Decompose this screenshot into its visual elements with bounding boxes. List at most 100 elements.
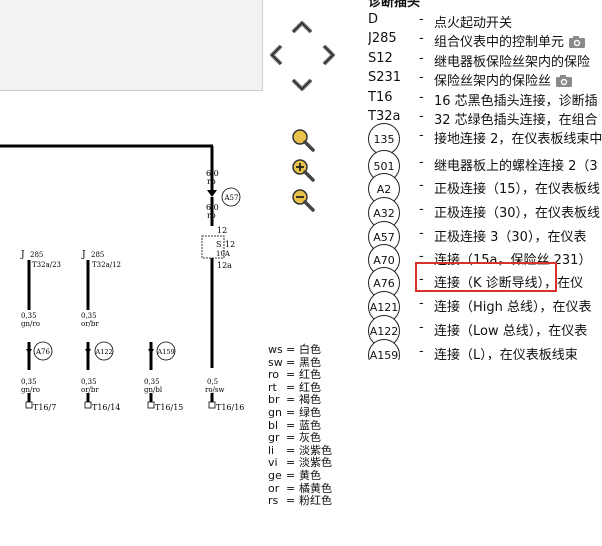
color-row: rs=粉红色 (268, 494, 332, 508)
wire-gauge-label: 0,35 (21, 312, 37, 320)
connector-a159-label: A159 (157, 348, 175, 356)
wire-color-label: or/br (81, 320, 99, 328)
j285-name: J (20, 250, 25, 260)
legend-row-a122: A122 - 连接（Low 总线），在仪表 (368, 315, 602, 347)
legend-desc: 点火起动开关 (434, 16, 513, 31)
terminal-t16-16-label: T16/16 (216, 403, 244, 412)
terminal-t16-15-label: T16/15 (155, 403, 183, 412)
legend-dash: - (419, 272, 424, 287)
legend-row-a32: A32 - 正极连接（30），在仪表板线 (368, 197, 602, 229)
highlight-box (415, 262, 557, 292)
legend-row-t16: T16 - 16 芯黑色插头连接，诊断插 (368, 88, 602, 110)
color-row: sw=黑色 (268, 355, 321, 369)
legend-dash: - (419, 249, 424, 264)
color-row: gn=绿色 (268, 405, 321, 419)
color-row: vi=淡紫色 (268, 456, 332, 470)
legend-desc: 继电器板保险丝架内的保险 (434, 55, 591, 70)
chevron-up-icon (291, 21, 313, 34)
connector-a122-label: A122 (95, 348, 113, 356)
zoom-fit-button[interactable] (290, 127, 316, 153)
wire-gauge-label: 0,35 (81, 378, 97, 386)
pan-left-button[interactable] (262, 42, 290, 68)
legend-dash: - (419, 51, 424, 66)
fuse-number: 12 (225, 240, 235, 249)
camera-icon[interactable] (568, 35, 586, 53)
j285-pin: T32a/23 (32, 261, 61, 269)
chevron-right-icon (322, 44, 335, 66)
legend-row-a57: A57 - 正极连接 3（30），在仪表 (368, 221, 602, 253)
legend-header: 诊断插头 (368, 0, 421, 10)
legend-desc: 接地连接 2，在仪表板线束中 (434, 132, 602, 147)
chevron-down-icon (291, 78, 313, 91)
wire-color-label: ro/sw (205, 386, 225, 394)
legend-desc: 正极连接（15），在仪表板线 (434, 182, 601, 197)
connector-a122 (94, 341, 114, 361)
diagram-header-panel (0, 0, 263, 91)
j285-sub: 285 (30, 251, 43, 259)
legend-dash: - (419, 70, 424, 85)
connector-a76 (33, 341, 53, 361)
j285-pin: T32a/12 (92, 261, 121, 269)
legend-code: T32a (368, 109, 401, 124)
wire-gauge-label: 0,5 (207, 378, 218, 386)
legend-dash: - (419, 12, 424, 27)
wire-arrow (148, 349, 154, 354)
legend-row-t32a: T32a - 32 芯绿色插头连接，在组合 (368, 107, 602, 129)
camera-icon[interactable] (555, 74, 573, 92)
pan-down-button[interactable] (288, 72, 316, 98)
legend-code: T16 (368, 90, 393, 105)
terminal-t16-14-label: T16/14 (92, 403, 120, 412)
j285-name: J (81, 250, 86, 260)
legend-row-501: 501 - 继电器板上的螺栓连接 2（3 (368, 150, 602, 182)
chevron-left-icon (270, 44, 283, 66)
legend-desc: 连接（K 诊断导线），在仪 (434, 276, 584, 291)
legend-desc: 正极连接（30），在仪表板线 (434, 206, 601, 221)
legend-row-a76: A76 - 连接（K 诊断导线），在仪 (368, 267, 602, 299)
legend-row-a121: A121 - 连接（High 总线），在仪表 (368, 291, 602, 323)
wire-color-label: gn/bl (144, 386, 163, 394)
zoom-out-button[interactable] (290, 187, 316, 213)
terminal-t16-7 (25, 401, 33, 409)
legend-desc-wrap: 组合仪表中的控制单元 (434, 31, 586, 53)
legend-row-j285: J285 - 组合仪表中的控制单元 (368, 29, 602, 51)
legend-code: S12 (368, 51, 393, 66)
legend-row-d: D - 点火起动开关 (368, 10, 602, 32)
legend-row-a159: A159 - 连接（L），在仪表板线束 (368, 339, 602, 360)
magnifier-icon (292, 129, 315, 152)
wire-color-label: or/br (81, 386, 99, 394)
fuse-pin-top: 12 (217, 226, 227, 235)
legend-dash: - (419, 31, 424, 46)
j285-sub: 285 (91, 251, 104, 259)
legend-dash: - (419, 109, 424, 124)
color-row: or=橘黄色 (268, 481, 332, 495)
terminal-t16-7-label: T16/7 (33, 403, 56, 412)
color-row: bl=蓝色 (268, 418, 321, 432)
color-row: ws=白色 (268, 343, 321, 356)
terminal-t16-14 (84, 401, 92, 409)
connector-a76-label: A76 (35, 348, 51, 356)
component-legend: 诊断插头 D - 点火起动开关 J285 - 组合仪表中的控制单元 S12 - … (368, 0, 602, 360)
legend-desc: 连接（Low 总线），在仪表 (434, 324, 588, 339)
pan-right-button[interactable] (315, 42, 343, 68)
legend-desc: 保险丝架内的保险丝 (434, 74, 552, 89)
legend-dash: - (419, 90, 424, 105)
legend-row-s231: S231 - 保险丝架内的保险丝 (368, 68, 602, 90)
connector-a159 (156, 341, 176, 361)
fuse-pin-bottom: 12a (217, 261, 232, 270)
zoom-in-button[interactable] (290, 157, 316, 183)
legend-row-a2: A2 - 正极连接（15），在仪表板线 (368, 173, 602, 205)
legend-desc: 32 芯绿色插头连接，在组合 (434, 113, 598, 128)
legend-code: S231 (368, 70, 402, 85)
zoom-in-icon (292, 159, 315, 182)
legend-row-135: 135 - 接地连接 2，在仪表板线束中 (368, 123, 602, 155)
legend-dash: - (419, 155, 424, 170)
legend-desc-wrap: 保险丝架内的保险丝 (434, 70, 573, 92)
pan-up-button[interactable] (288, 14, 316, 40)
legend-code: D (368, 12, 379, 27)
legend-dash: - (419, 128, 424, 143)
wire-gauge-label: 0,35 (21, 378, 37, 386)
color-row: rt=红色 (268, 380, 321, 394)
connection-bubble: A159 (368, 339, 400, 360)
wire-color-label: gn/ro (21, 386, 40, 394)
wire-gauge-label: 0,35 (81, 312, 97, 320)
